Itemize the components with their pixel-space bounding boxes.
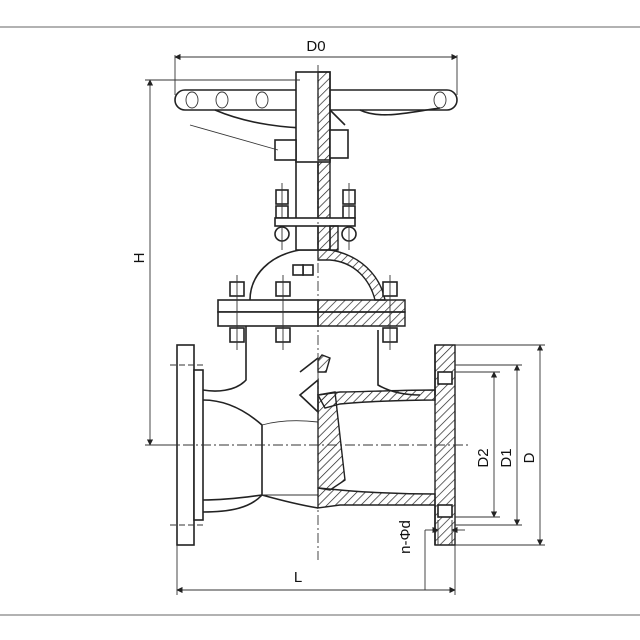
bonnet [217,139,406,327]
gland-bolts [274,183,357,251]
dimension-d2: D2 [455,371,500,518]
handwheel [174,71,458,163]
label-d2: D2 [475,448,492,467]
label-h: H [131,253,148,264]
label-d0: D0 [306,38,325,55]
label-bolt-holes: n-Φd [397,520,414,554]
label-d1: D1 [498,448,515,467]
dimension-d: D [455,344,545,546]
dimension-l: L [176,545,456,595]
dimension-d0: D0 [174,38,458,95]
valve-body [170,325,456,546]
bonnet-bolts [229,275,398,350]
dimension-h: H [131,79,300,446]
label-l: L [294,569,302,586]
dimension-d1: D1 [455,364,522,526]
dimension-bolt-holes: n-Φd [397,520,465,590]
label-d: D [521,452,538,463]
